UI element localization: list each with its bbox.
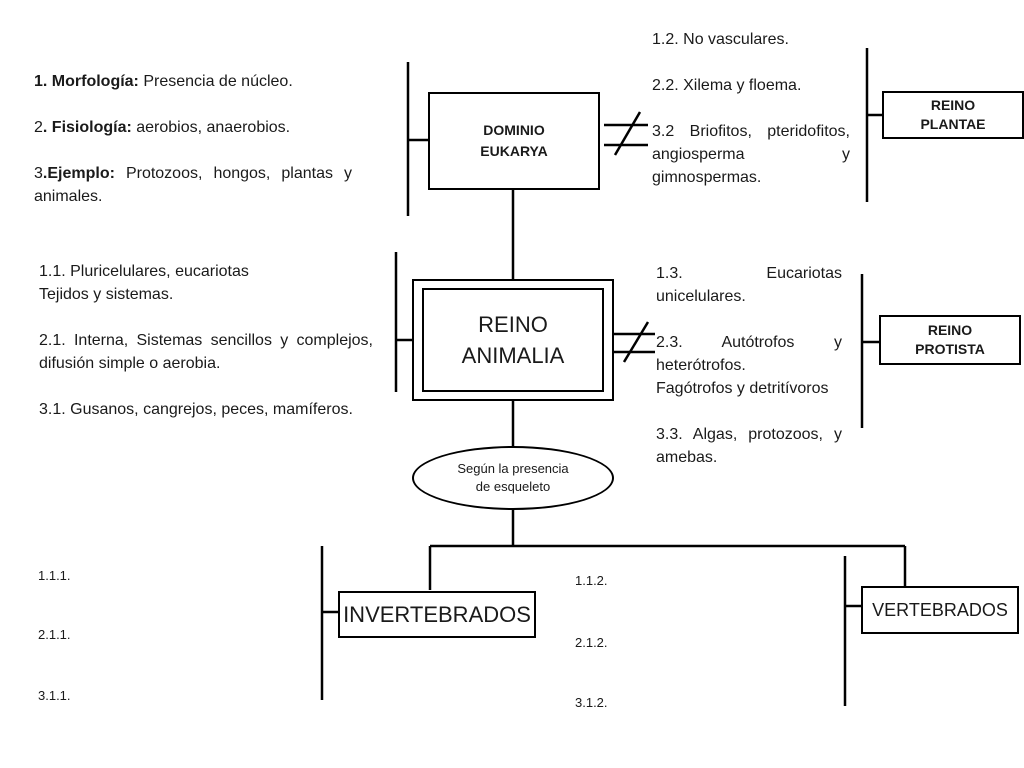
morfologia-line: 1. Morfología: Presencia de núcleo. (34, 73, 293, 90)
fisiologia-line: 2. Fisiología: aerobios, anaerobios. (34, 119, 291, 136)
vertebrados-item-3: 3.1.2. (575, 695, 608, 710)
plantae-characteristics: 1.2. No vasculares. 2.2. Xilema y floema… (652, 28, 850, 189)
reino-plantae-box: REINO PLANTAE (882, 91, 1024, 139)
dominio-characteristics: 1. Morfología: Presencia de núcleo. 2. F… (34, 70, 352, 208)
animalia-characteristics: 1.1. Pluricelulares, eucariotas Tejidos … (39, 260, 373, 421)
invertebrados-item-3: 3.1.1. (38, 688, 71, 703)
dominio-eukarya-box: DOMINIO EUKARYA (428, 92, 600, 190)
animalia-line-2: 2.1. Interna, Sistemas sencillos y compl… (39, 332, 373, 372)
animalia-line-1: 1.1. Pluricelulares, eucariotas (39, 263, 249, 280)
reino-protista-box: REINO PROTISTA (879, 315, 1021, 365)
invertebrados-box: INVERTEBRADOS (338, 591, 536, 638)
invertebrados-item-1: 1.1.1. (38, 568, 71, 583)
protista-line-2a: 2.3. Autótrofos y heterótrofos. (656, 334, 842, 374)
plantae-line-1: 1.2. No vasculares. (652, 31, 789, 48)
vertebrados-item-1: 1.1.2. (575, 573, 608, 588)
ejemplo-line: 3.Ejemplo: Protozoos, hongos, plantas y … (34, 165, 352, 205)
reino-animalia-box: REINO ANIMALIA (422, 288, 604, 392)
protista-characteristics: 1.3. Eucariotas unicelulares. 2.3. Autót… (656, 262, 842, 469)
reino-animalia-outer-box: REINO ANIMALIA (412, 279, 614, 401)
protista-line-1: 1.3. Eucariotas unicelulares. (656, 265, 842, 305)
animalia-line-1b: Tejidos y sistemas. (39, 286, 174, 303)
vertebrados-item-2: 2.1.2. (575, 635, 608, 650)
plantae-line-3: 3.2 Briofitos, pteridofitos, angiosperma… (652, 123, 850, 186)
vertebrados-box: VERTEBRADOS (861, 586, 1019, 634)
protista-line-3: 3.3. Algas, protozoos, y amebas. (656, 426, 842, 466)
animalia-line-3: 3.1. Gusanos, cangrejos, peces, mamífero… (39, 401, 353, 418)
plantae-line-2: 2.2. Xilema y floema. (652, 77, 802, 94)
esqueleto-criterion-ellipse: Según la presencia de esqueleto (412, 446, 614, 510)
protista-line-2b: Fagótrofos y detritívoros (656, 380, 829, 397)
invertebrados-item-2: 2.1.1. (38, 627, 71, 642)
